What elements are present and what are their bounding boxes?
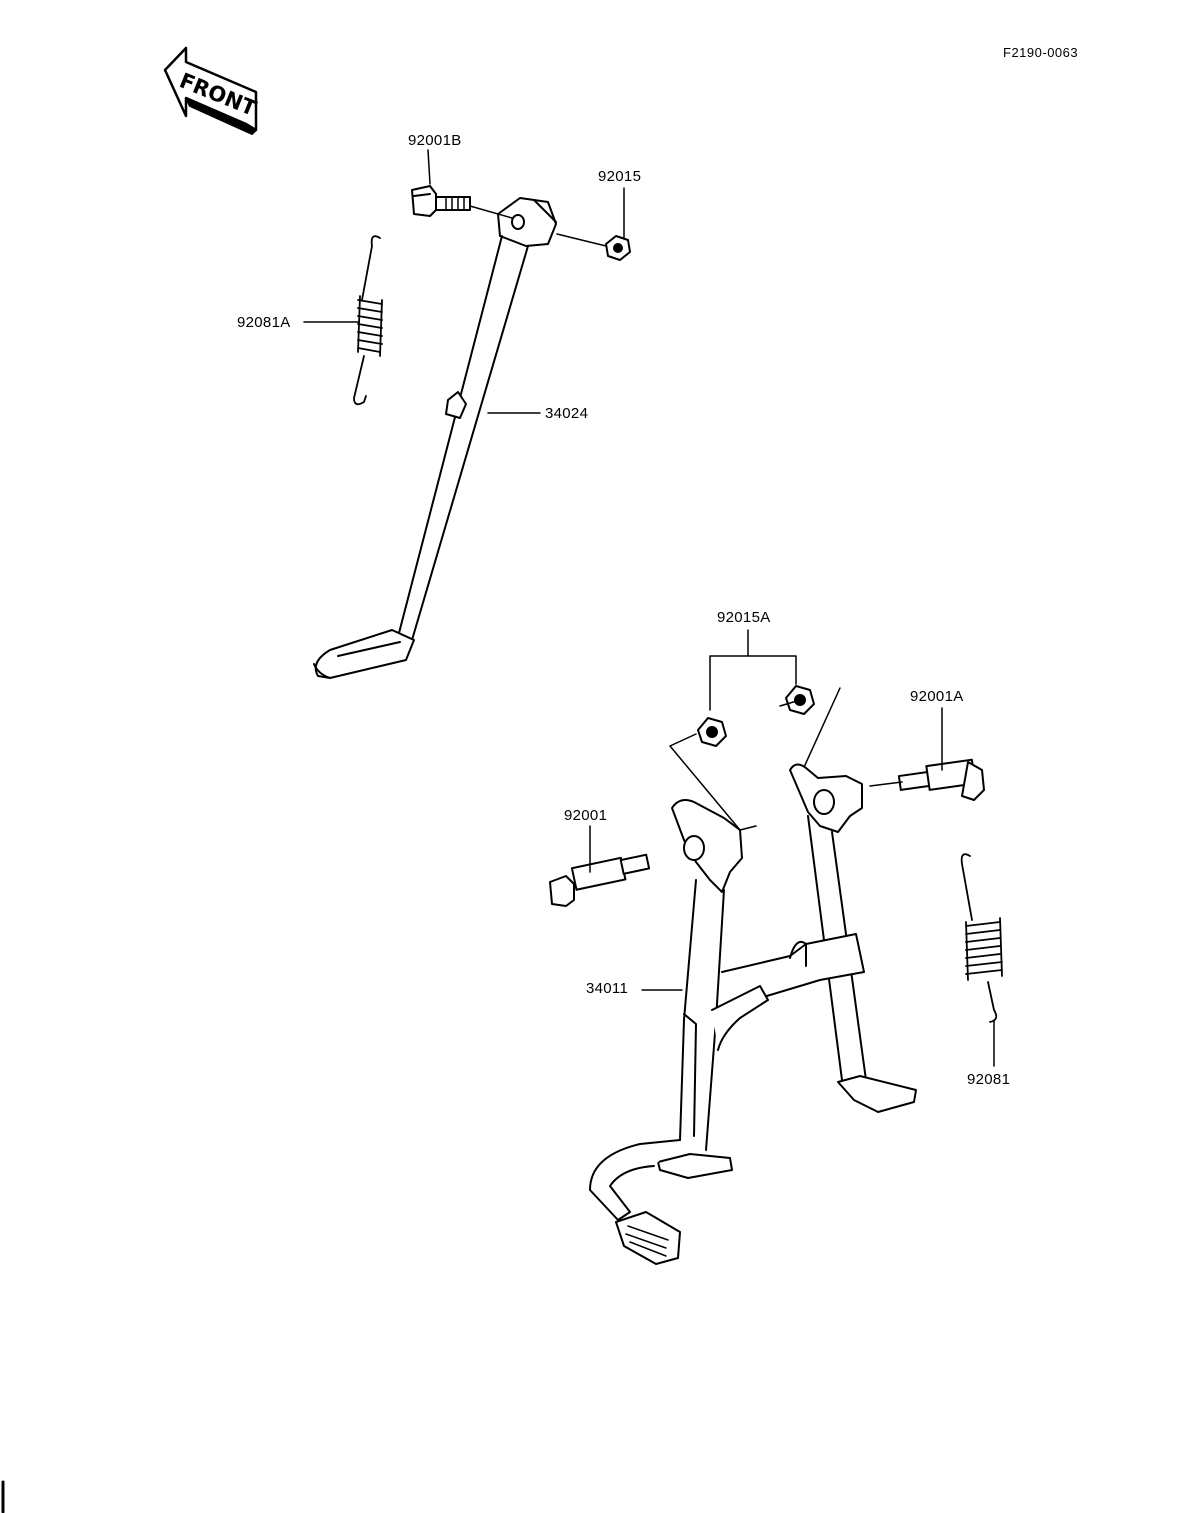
leader-92001b-bolt <box>469 205 513 219</box>
bolt-92001-icon <box>549 853 651 907</box>
front-arrow-icon: FRONT <box>163 46 260 135</box>
part-label-92001a: 92001A <box>910 688 964 705</box>
part-label-92081a: 92081A <box>237 314 291 331</box>
spring-92081a-icon <box>353 235 383 406</box>
center-stand-drawing <box>549 629 1003 1265</box>
spring-92081-icon <box>960 853 1003 1023</box>
nut-92015a-left-icon <box>697 717 727 747</box>
part-label-92001b: 92001B <box>408 132 462 149</box>
nut-92015-icon <box>605 235 631 261</box>
part-label-92081: 92081 <box>967 1071 1011 1088</box>
side-stand-drawing <box>303 149 631 679</box>
figure-code: F2190-0063 <box>1003 45 1079 60</box>
part-label-92001: 92001 <box>564 807 608 824</box>
leader-92015-nut <box>556 233 607 247</box>
leader-92015a <box>709 629 797 711</box>
part-label-34011: 34011 <box>586 980 629 997</box>
part-label-92015a: 92015A <box>717 609 771 626</box>
part-label-92015: 92015 <box>598 168 642 185</box>
bolt-92001b-icon <box>411 185 471 217</box>
leader-92001b <box>427 149 431 185</box>
bolt-92001a-icon <box>897 758 985 801</box>
part-label-34024: 34024 <box>545 405 589 422</box>
